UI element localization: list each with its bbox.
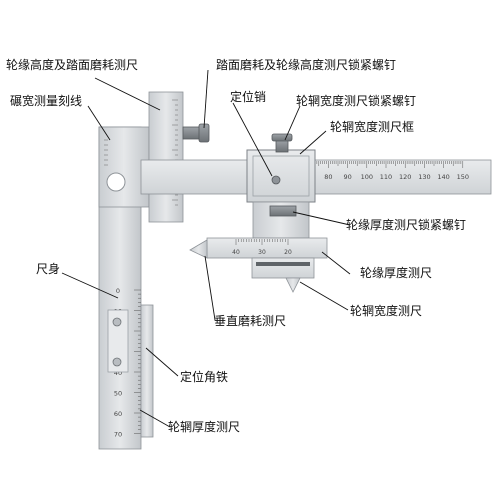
bar-tick-label: 140 [437,173,449,181]
slot-screw-2 [112,357,122,367]
label-rim-width-gauge: 轮辋宽度测尺 [350,304,423,318]
label-positioning-angle-iron: 定位角铁 [180,370,229,384]
bar-tick-label: 120 [399,173,411,181]
rim-width-lock-screw-head [271,133,293,142]
body-tick-label: 60 [114,410,122,418]
vertical-wear-pointer [189,239,208,259]
rim-width-gauge-tip [285,277,301,293]
body-tick-label: 40 [114,369,122,377]
flange-slider-ticks: 40 30 20 [232,239,292,256]
body-tick-label: 70 [114,431,122,439]
label-rim-thickness-gauge: 轮辋厚度测尺 [168,420,241,434]
rim-width-frame-shape [246,149,316,203]
body-tick-label: 50 [114,390,122,398]
label-rim-width-frame: 轮辋宽度测尺框 [330,120,415,134]
angle-iron-shape [140,304,154,438]
rim-width-gauge-shape [251,257,315,279]
label-hub-width-line: 碾宽测量刻线 [10,94,83,108]
rim-width-gauge-strip [256,262,310,266]
bar-tick-label: 130 [418,173,430,181]
flange-tick-label: 20 [284,249,292,256]
slot-screw-1 [112,317,122,327]
leader-lines [61,69,351,428]
label-flange-thickness-lock-screw: 轮缘厚度测尺锁紧螺钉 [346,218,467,232]
bar-tick-label: 90 [343,173,351,181]
flange-tick-label: 30 [258,249,266,256]
ruler-hole [106,172,126,192]
label-flange-height-tread-wear: 轮缘高度及踏面磨耗测尺 [6,58,139,72]
label-flange-thickness-gauge: 轮缘厚度测尺 [360,266,433,280]
bar-tick-label: 100 [361,173,373,181]
label-vertical-wear-gauge: 垂直磨耗测尺 [214,314,287,328]
label-positioning-pin: 定位销 [230,90,267,104]
bar-tick-label: 150 [457,173,469,181]
horizontal-bar-shape [140,159,492,195]
body-tick-label: 0 [116,287,120,295]
ruler-body-slot [107,309,129,373]
label-ruler-body: 尺身 [36,262,61,276]
positioning-pin-shape [271,175,281,185]
flange-height-slider-shape [148,91,184,223]
flange-tick-label: 40 [232,249,240,256]
label-rim-width-lock-screw: 轮辋宽度测尺锁紧螺钉 [296,94,417,108]
label-tread-flange-lock-screw: 踏面磨耗及轮缘高度测尺锁紧螺钉 [216,58,397,72]
tread-lock-screw-shape [182,126,202,140]
bar-tick-label: 80 [324,173,332,181]
flange-lock-screw-shape [269,205,297,217]
rim-width-frame-inner [252,155,310,197]
rim-width-lock-screw-shape [275,139,289,153]
bar-tick-label: 110 [380,173,392,181]
